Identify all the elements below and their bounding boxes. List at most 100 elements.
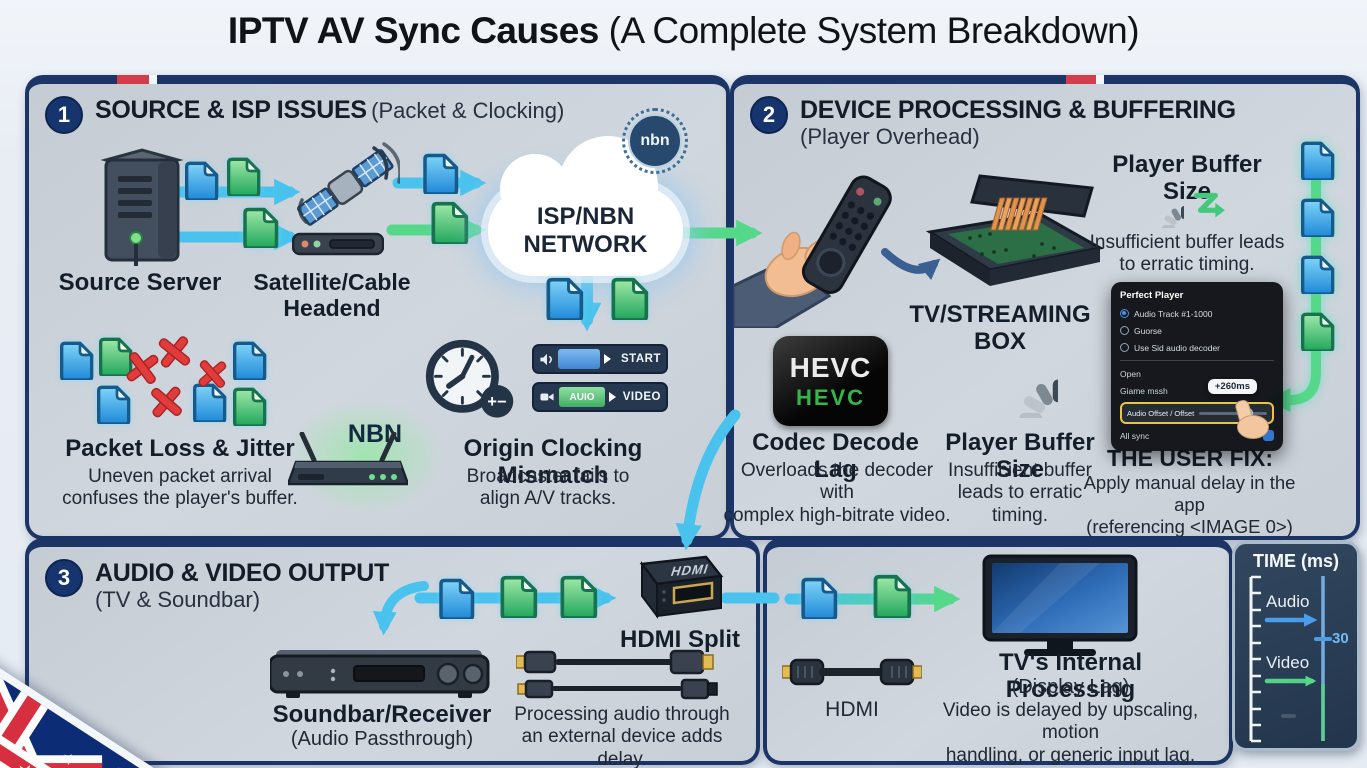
page-title-regular: (A Complete System Breakdown): [598, 10, 1140, 51]
menu-option-2: Guorse: [1120, 322, 1274, 339]
radio-selected-icon: [1120, 309, 1129, 318]
packet-chain-flow: [1266, 141, 1335, 413]
player-buffer-title-top: Player Buffer Size: [1112, 151, 1262, 205]
codec-decode-lag-title: Codec Decode Lag: [752, 429, 919, 483]
menu-item-open: Open: [1120, 368, 1141, 379]
menu-item-all-sync: All sync: [1120, 427, 1274, 444]
hdmi-cables-icon: [516, 649, 718, 700]
panel1-subtitle: (Packet & Clocking): [371, 98, 565, 123]
hdmi-cable-label: HDMI: [825, 698, 879, 721]
packet-icon-blue: [1300, 255, 1335, 294]
streaming-box-label: TV/STREAMING BOX: [909, 301, 1091, 355]
play-marker-icon: [609, 392, 616, 402]
tv-processing-subtitle: (Display Lag): [1011, 676, 1130, 698]
cable-headend-icon: [292, 232, 384, 256]
packet-lost-x-icon: [156, 334, 191, 369]
video-label: VIDEO: [622, 391, 661, 403]
packet-icon-blue: [418, 152, 460, 194]
radio-icon: [1120, 343, 1129, 352]
play-marker-icon: [604, 354, 611, 364]
isp-network-cloud: ISP/NBN NETWORK: [488, 136, 683, 276]
hdmi-cable-icon: [782, 658, 922, 686]
packet-icon-green: [426, 200, 470, 244]
hand-icon: [1237, 415, 1269, 439]
menu-divider: [1120, 360, 1274, 361]
packet-icon-blue: [180, 160, 220, 200]
packet-icon-blue: [1300, 141, 1335, 180]
cloud-label-line1: ISP/NBN: [536, 203, 635, 231]
packet-icon-blue: [55, 340, 95, 380]
clock-plus-minus-badge: +−: [487, 393, 506, 411]
soundbar-sublabel: (Audio Passthrough): [290, 728, 474, 750]
video-track-bar: AUIO VIDEO: [532, 382, 668, 412]
audio-track-bar: START: [532, 344, 668, 374]
sync-zigzag-icon: [1193, 192, 1225, 218]
delay-value-label: 30: [1332, 630, 1349, 647]
clocking-mismatch-title: Origin Clocking Mismatch: [463, 435, 643, 489]
page-title: IPTV AV Sync Causes (A Complete System B…: [0, 10, 1367, 52]
packet-icon-green: [868, 573, 913, 618]
packet-icon-green: [228, 386, 268, 426]
menu-item-giame: Giame mssh: [1120, 385, 1168, 396]
audio-track-fill: [558, 349, 600, 369]
cloud-label-line2: NETWORK: [523, 231, 648, 258]
packet-icon-blue: [434, 577, 476, 619]
tv-processing-title: TV's Internal Processing: [998, 649, 1143, 703]
red-notch: [1066, 75, 1096, 84]
buffering-spinner-icon: [1136, 180, 1184, 228]
offset-slider: [1199, 408, 1267, 418]
headend-label: Satellite/Cable Headend: [253, 269, 411, 321]
packet-icon-blue: [1300, 198, 1335, 237]
player-settings-menu: Perfect Player Audio Track #1-1000 Guors…: [1111, 282, 1283, 451]
menu-title: Perfect Player: [1120, 290, 1184, 301]
audio-timeline-label: Audio: [1266, 592, 1310, 611]
packet-loss-desc: Uneven packet arrival confuses the playe…: [62, 466, 298, 510]
soundbar-icon: [270, 650, 490, 698]
packet-icon-green: [222, 156, 262, 196]
panel2-title: DEVICE PROCESSING & BUFFERING: [800, 96, 1236, 124]
packet-icon-green: [1300, 312, 1335, 351]
video-track-fill: AUIO: [559, 387, 605, 407]
nbn-logo-badge: nbn: [622, 108, 688, 174]
time-gauge-graphic: [1249, 575, 1332, 743]
packet-icon-blue: [228, 340, 268, 380]
chain-flow-arrow: [1266, 147, 1321, 413]
video-camera-icon: [540, 393, 554, 401]
hdmi-split-label: HDMI Split: [620, 626, 740, 653]
packet-lost-x-icon: [149, 385, 183, 419]
buffering-spinner-icon: [974, 334, 1058, 418]
soundbar-label: Soundbar/Receiver: [272, 701, 492, 728]
codec-decode-lag-desc: Overloads the decoder with complex high-…: [723, 460, 951, 526]
speaker-icon: [540, 353, 552, 365]
panel1-title: SOURCE & ISP ISSUES: [95, 96, 367, 124]
tv-processing-desc: Video is delayed by upscaling, motion ha…: [942, 700, 1199, 766]
source-server-label: Source Server: [58, 269, 222, 296]
packet-loss-title: Packet Loss & Jitter: [65, 435, 295, 462]
menu-option-3: Use Sid audio decoder: [1120, 339, 1274, 356]
time-gauge-title: TIME (ms): [1252, 551, 1339, 571]
panel1-number-badge: 1: [45, 96, 83, 134]
player-buffer-desc-bottom: Insufficient buffer leads to erratic tim…: [947, 460, 1092, 526]
start-label: START: [621, 353, 661, 365]
clocking-mismatch-desc: Broadcaster fails to align A/V tracks.: [466, 466, 630, 510]
video-timeline-label: Video: [1266, 653, 1310, 672]
packet-icon-green: [555, 574, 599, 618]
page-title-bold: IPTV AV Sync Causes: [227, 10, 599, 51]
flag-star-icon: ★: [103, 761, 127, 768]
packet-icon-blue: [796, 576, 839, 619]
panel2-number-badge: 2: [750, 96, 788, 134]
packet-icon-green: [606, 276, 650, 320]
panel3-title: AUDIO & VIDEO OUTPUT: [95, 559, 390, 587]
nbn-router-icon: [288, 432, 408, 486]
white-notch: [149, 75, 157, 84]
packet-icon-blue: [541, 276, 585, 320]
streaming-box-icon: [925, 174, 1105, 286]
lag-dash: [1281, 714, 1296, 718]
radio-icon: [1120, 326, 1129, 335]
time-gauge-panel: TIME (ms) Audio 30 Video: [1232, 541, 1360, 751]
packet-lost-x-icon: [197, 359, 228, 390]
panel3-subtitle: (TV & Soundbar): [95, 587, 261, 612]
player-buffer-title-bottom: Player Buffer Size: [945, 429, 1095, 483]
server-icon: [100, 148, 184, 266]
